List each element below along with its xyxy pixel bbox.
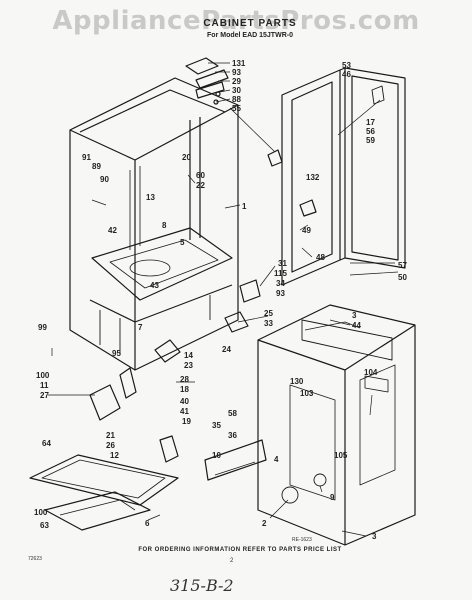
callout-46: 46 bbox=[342, 70, 351, 79]
diagram-subtitle: For Model EAD 15JTWR-0 bbox=[207, 32, 293, 39]
callout-103: 103 bbox=[300, 389, 314, 398]
callout-64: 64 bbox=[42, 439, 51, 448]
cabinet-shell bbox=[69, 77, 239, 371]
callout-132: 132 bbox=[306, 173, 320, 182]
callout-131: 131 bbox=[232, 59, 246, 68]
callout-60: 60 bbox=[196, 171, 205, 180]
callout-1: 1 bbox=[242, 202, 247, 211]
callout-4: 4 bbox=[274, 455, 279, 464]
callout-58: 58 bbox=[228, 409, 237, 418]
callout-57: 57 bbox=[398, 261, 407, 270]
callout-24: 24 bbox=[222, 345, 231, 354]
callout-14: 14 bbox=[184, 351, 193, 360]
callout-7: 7 bbox=[138, 323, 143, 332]
callout-91: 91 bbox=[82, 153, 91, 162]
callout-labels: 131 93 29 30 88 55 53 46 17 56 59 91 89 … bbox=[34, 59, 407, 541]
callout-35: 35 bbox=[212, 421, 221, 430]
callout-90: 90 bbox=[100, 175, 109, 184]
callout-99: 99 bbox=[38, 323, 47, 332]
callout-49: 49 bbox=[302, 226, 311, 235]
callout-6: 6 bbox=[145, 519, 150, 528]
callout-53: 53 bbox=[342, 61, 351, 70]
callout-48: 48 bbox=[316, 253, 325, 262]
callout-56: 56 bbox=[366, 127, 375, 136]
control-parts bbox=[89, 279, 267, 481]
callout-55: 55 bbox=[232, 104, 241, 113]
callout-9: 9 bbox=[330, 493, 335, 502]
callout-44: 44 bbox=[352, 321, 361, 330]
callout-12: 12 bbox=[110, 451, 119, 460]
callout-130: 130 bbox=[290, 377, 304, 386]
callout-104: 104 bbox=[364, 368, 378, 377]
callout-11: 11 bbox=[40, 381, 49, 390]
callout-41: 41 bbox=[180, 407, 189, 416]
callout-19: 19 bbox=[182, 417, 191, 426]
callout-10: 10 bbox=[212, 451, 221, 460]
callout-30: 30 bbox=[232, 86, 241, 95]
ordering-footer: FOR ORDERING INFORMATION REFER TO PARTS … bbox=[138, 547, 342, 553]
watermark-text: AppliancePartsPros.com bbox=[52, 6, 420, 36]
callout-93-top: 93 bbox=[232, 68, 241, 77]
callout-100-bottom: 100 bbox=[34, 508, 48, 517]
door-gasket-frames bbox=[281, 67, 406, 286]
callout-105: 105 bbox=[334, 451, 348, 460]
callout-3-top: 3 bbox=[352, 311, 357, 320]
callout-36: 36 bbox=[228, 431, 237, 440]
callout-115: 115 bbox=[274, 269, 287, 278]
callout-8: 8 bbox=[162, 221, 167, 230]
callout-33: 33 bbox=[264, 319, 273, 328]
callout-28: 28 bbox=[180, 375, 189, 384]
callout-21: 21 bbox=[106, 431, 115, 440]
callout-17: 17 bbox=[366, 118, 375, 127]
callout-89: 89 bbox=[92, 162, 101, 171]
callout-25: 25 bbox=[264, 309, 273, 318]
leader-lines bbox=[48, 62, 399, 537]
callout-13: 13 bbox=[146, 193, 155, 202]
callout-20: 20 bbox=[182, 153, 191, 162]
callout-18: 18 bbox=[180, 385, 189, 394]
drain-pan bbox=[29, 454, 179, 531]
callout-43: 43 bbox=[150, 281, 159, 290]
callout-26: 26 bbox=[106, 441, 115, 450]
callout-50: 50 bbox=[398, 273, 407, 282]
cabinet-liner bbox=[257, 304, 416, 546]
callout-5: 5 bbox=[180, 238, 185, 247]
callout-2: 2 bbox=[262, 519, 267, 528]
callout-88: 88 bbox=[232, 95, 241, 104]
drawing-code: RE-1623 bbox=[292, 537, 312, 543]
callout-3-bottom: 3 bbox=[372, 532, 377, 541]
diagram-title: CABINET PARTS bbox=[203, 18, 297, 29]
callout-40: 40 bbox=[180, 397, 189, 406]
callout-93-mid: 93 bbox=[276, 289, 285, 298]
callout-23: 23 bbox=[184, 361, 193, 370]
callout-59: 59 bbox=[366, 136, 375, 145]
reference-code: 72623 bbox=[28, 556, 42, 562]
callout-63: 63 bbox=[40, 521, 49, 530]
callout-42: 42 bbox=[108, 226, 117, 235]
callout-22: 22 bbox=[196, 181, 205, 190]
handwritten-note: 315-B-2 bbox=[170, 576, 234, 595]
callout-27: 27 bbox=[40, 391, 49, 400]
callout-95: 95 bbox=[112, 349, 121, 358]
callout-100-left: 100 bbox=[36, 371, 50, 380]
callout-34: 34 bbox=[276, 279, 285, 288]
page-number: 2 bbox=[230, 558, 234, 564]
callout-31: 31 bbox=[278, 259, 287, 268]
callout-29: 29 bbox=[232, 77, 241, 86]
